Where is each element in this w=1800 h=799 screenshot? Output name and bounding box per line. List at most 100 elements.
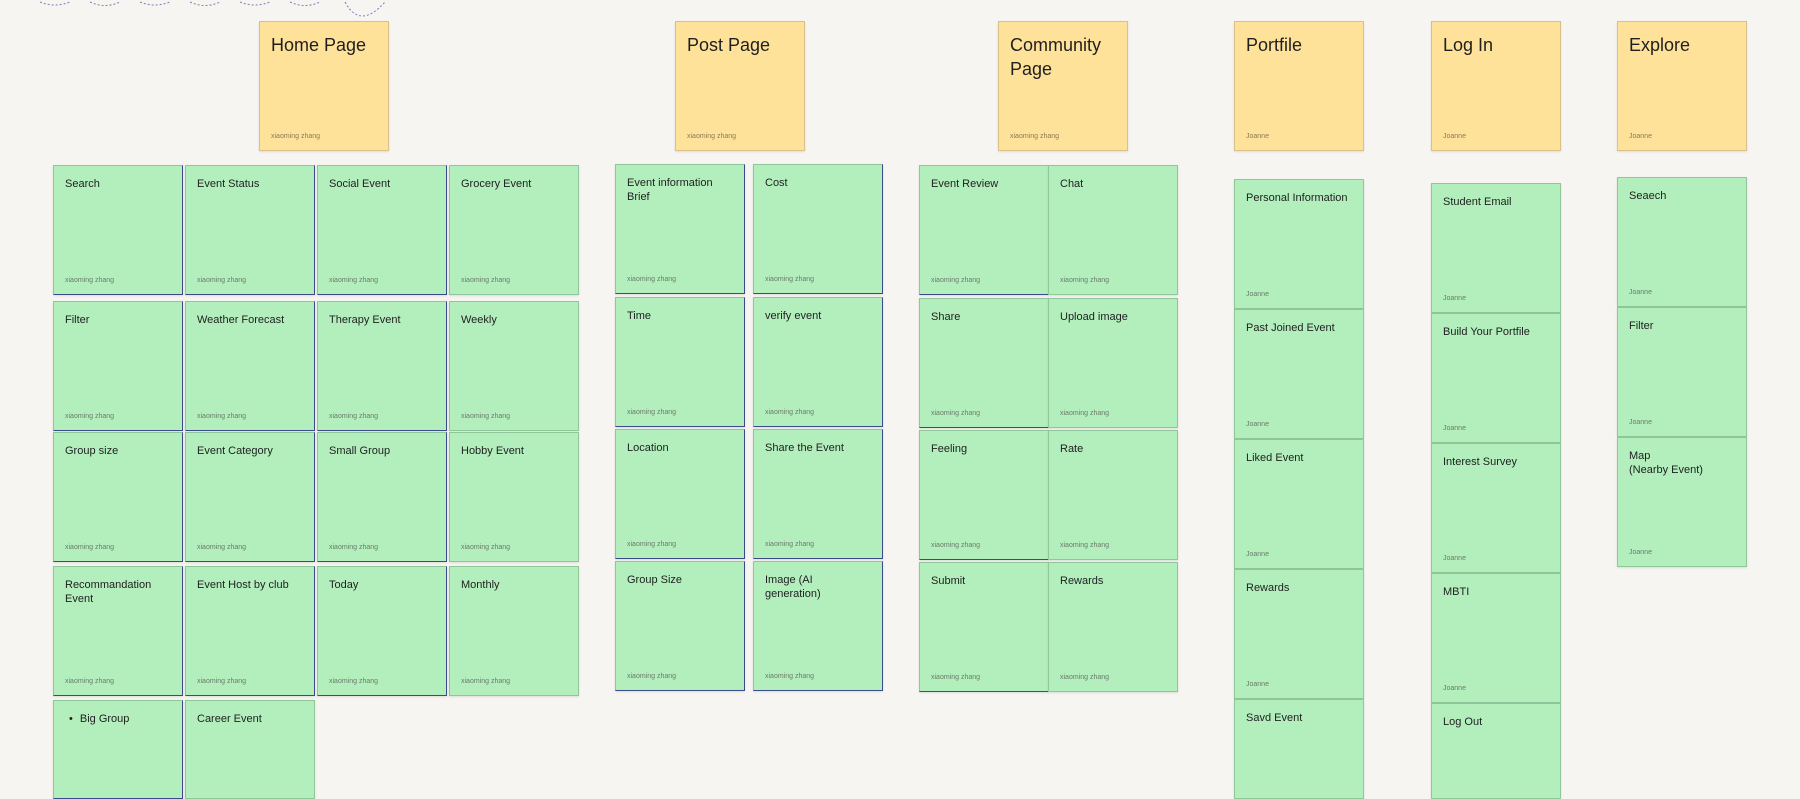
note-author: xiaoming zhang <box>461 678 511 685</box>
note-share-the-event[interactable]: Share the Event xiaoming zhang <box>753 429 883 559</box>
header-note-portfile[interactable]: Portfile Joanne <box>1234 21 1364 151</box>
note-author: xiaoming zhang <box>931 410 981 417</box>
note-title: Interest Survey <box>1443 456 1517 468</box>
note-author: xiaoming zhang <box>197 277 247 284</box>
note-author: Joanne <box>1443 555 1466 562</box>
header-note-post-page[interactable]: Post Page xiaoming zhang <box>675 21 805 151</box>
note-author: xiaoming zhang <box>461 544 511 551</box>
note-author: xiaoming zhang <box>765 541 815 548</box>
note-image-ai-generation[interactable]: Image (AI generation) xiaoming zhang <box>753 561 883 691</box>
note-title: Post Page <box>687 35 771 55</box>
note-title: Image (AI generation) <box>765 574 821 600</box>
note-career-event[interactable]: Career Event <box>185 700 315 799</box>
note-title: Chat <box>1060 178 1084 190</box>
note-monthly[interactable]: Monthly xiaoming zhang <box>449 566 579 696</box>
note-author: xiaoming zhang <box>65 678 115 685</box>
note-author: xiaoming zhang <box>931 542 981 549</box>
note-title: Monthly <box>461 579 500 591</box>
note-title: Submit <box>931 575 966 587</box>
note-author: xiaoming zhang <box>765 276 815 283</box>
note-title: Group size <box>65 445 119 457</box>
note-author: xiaoming zhang <box>765 673 815 680</box>
note-title: Today <box>329 579 359 591</box>
note-title: Rewards <box>1060 575 1104 587</box>
note-big-group[interactable]: Big Group <box>53 700 183 799</box>
note-title: Seaech <box>1629 190 1667 202</box>
note-author: Joanne <box>1443 425 1466 432</box>
note-title: Event information Brief <box>627 177 713 203</box>
note-feeling[interactable]: Feeling xiaoming zhang <box>919 430 1049 560</box>
note-title: Time <box>627 310 652 322</box>
note-share[interactable]: Share xiaoming zhang <box>919 298 1049 428</box>
note-title: Grocery Event <box>461 178 532 190</box>
note-title: Log In <box>1443 35 1494 55</box>
note-title: Log Out <box>1443 716 1483 728</box>
note-author: xiaoming zhang <box>65 413 115 420</box>
note-author: Joanne <box>1246 133 1269 140</box>
header-note-log-in[interactable]: Log In Joanne <box>1431 21 1561 151</box>
note-log-out[interactable]: Log Out <box>1431 703 1561 799</box>
note-title: Share <box>931 311 961 323</box>
note-author: xiaoming zhang <box>1060 410 1110 417</box>
note-map-nearby-event[interactable]: Map (Nearby Event)Joanne <box>1617 437 1747 567</box>
note-title: Cost <box>765 177 788 189</box>
header-note-home-page[interactable]: Home Page xiaoming zhang <box>259 21 389 151</box>
note-title: Home Page <box>271 35 367 55</box>
note-author: xiaoming zhang <box>329 678 379 685</box>
note-title: Share the Event <box>765 442 844 454</box>
note-title: MBTI <box>1443 586 1470 598</box>
note-title: Weekly <box>461 314 497 326</box>
note-title: Feeling <box>931 443 968 455</box>
header-note-community-page[interactable]: Community Page xiaoming zhang <box>998 21 1128 151</box>
note-title: Search <box>65 178 100 190</box>
note-today[interactable]: Today xiaoming zhang <box>317 566 447 696</box>
note-author: Joanne <box>1246 291 1269 298</box>
note-savd-event[interactable]: Savd Event <box>1234 699 1364 799</box>
note-title: Weather Forecast <box>197 314 285 326</box>
note-title: Past Joined Event <box>1246 322 1335 334</box>
note-cost[interactable]: Cost xiaoming zhang <box>753 164 883 294</box>
note-author: Joanne <box>1246 551 1269 558</box>
note-author: Joanne <box>1443 133 1466 140</box>
note-author: xiaoming zhang <box>271 133 321 140</box>
note-title: Therapy Event <box>329 314 401 326</box>
note-author: xiaoming zhang <box>329 277 379 284</box>
header-note-explore[interactable]: Explore Joanne <box>1617 21 1747 151</box>
